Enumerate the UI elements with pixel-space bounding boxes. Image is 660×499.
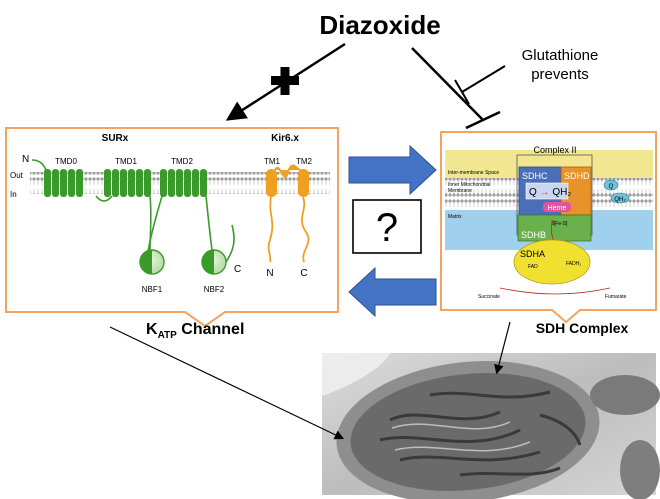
nbf1-shading [140,250,152,274]
sur-helix [184,169,191,197]
sur-helix [176,169,183,197]
kir-c-tail [301,196,310,263]
sur-helices [44,169,207,197]
glutathione-label: Glutathione [522,47,599,64]
sur-helix [52,169,59,197]
tm1-label: TM1 [264,157,281,166]
sur-c-terminal: C [234,264,241,275]
question-mark: ? [376,206,398,250]
q-small-label: Q [609,184,614,190]
diazoxide-title: Diazoxide [319,10,440,40]
kir-label: Kir6.x [271,133,299,144]
question-box [352,199,422,254]
sur-c-tail [225,224,235,263]
nbf2-linker [205,195,213,251]
sdh-panel: Complex II Inter-membrane Space Inner Mi… [440,131,657,324]
kir-n-tail [267,196,274,263]
tmd1-label: TMD1 [115,157,137,166]
matrix-label: Matrix [448,214,462,220]
nbf2-label: NBF2 [204,285,225,294]
surx-label: SURx [102,133,129,144]
pointer-katp-to-mito [109,326,345,440]
sur-helix [76,169,83,197]
sur-helix [160,169,167,197]
sur-n-terminal: N [22,154,29,165]
prevents-label: prevents [531,66,589,83]
pointer-sdh-to-mito [494,321,511,375]
heme-label: Heme [548,205,567,212]
nbf1-linker [149,195,152,251]
tmd0-label: TMD0 [55,157,77,166]
kir-tm2-helix [298,169,309,197]
sdhc-label: SDHC [522,171,548,181]
kir-c-terminal: C [300,268,307,279]
sur-helix [112,169,119,197]
sur-helix [104,169,111,197]
sur-helix [68,169,75,197]
plus-icon [271,67,299,95]
tm2-label: TM2 [296,157,313,166]
fes-label: 3[Fe-S] [551,221,568,227]
qh2-small-ellipse [610,192,630,204]
sur-helix [136,169,143,197]
inhibition-bar-sdh [465,110,501,130]
mitochondrion-micrograph [322,353,660,499]
arrow-to-sdh [348,144,437,196]
sdha-label: SDHA [520,249,545,259]
sur-helix [128,169,135,197]
qh2-small-label: QH₂ [614,197,626,203]
arrow-to-katp [348,266,437,318]
sur-helix [60,169,67,197]
succinate-label: Succinate [478,294,500,300]
kir-tm1-helix [266,169,277,197]
kir-n-terminal: N [266,268,273,279]
sur-helix [192,169,199,197]
q-reaction-box [525,182,569,200]
inhibition-line-sdh [411,47,484,121]
sdhd-label: SDHD [564,171,590,181]
inhibition-line-glutathione [461,65,506,93]
sur-linker [95,195,113,202]
fadh2-label: FADH₂ [566,261,581,267]
in-label: In [10,190,17,199]
sdhb-subunit [517,214,592,242]
succinate-fumarate-arrow [499,287,611,295]
kir-pore-loop [274,164,301,179]
tmd2-label: TMD2 [171,157,193,166]
fad-label: FAD [528,264,538,270]
complex-ii-title: Complex II [533,145,576,155]
nbf2-shading [202,250,214,274]
nbf1-label: NBF1 [142,285,163,294]
out-label: Out [10,171,24,180]
sur-helix [168,169,175,197]
sur-helix [200,169,207,197]
sdh-complex-label: SDH Complex [536,320,629,336]
sdhb-label: SDHB [521,230,546,240]
sur-helix [120,169,127,197]
katp-panel: SURx Kir6.x Out In TMD0 TMD1 TMD2 TM1 TM… [5,127,339,328]
inhibition-bar-glutathione [454,79,470,105]
sur-helix [44,169,51,197]
heme-box [543,202,571,212]
sdha-subunit [513,239,591,285]
ims-label: Inter-membrane Space [448,170,499,176]
q-reaction: Q → QH₂ [529,187,571,198]
katp-channel-label: KATP Channel [146,321,244,341]
sur-n-tail [31,159,47,171]
q-small-ellipse [603,179,619,191]
fumarate-label: Fumarate [605,294,627,300]
sur-helix [144,169,151,197]
